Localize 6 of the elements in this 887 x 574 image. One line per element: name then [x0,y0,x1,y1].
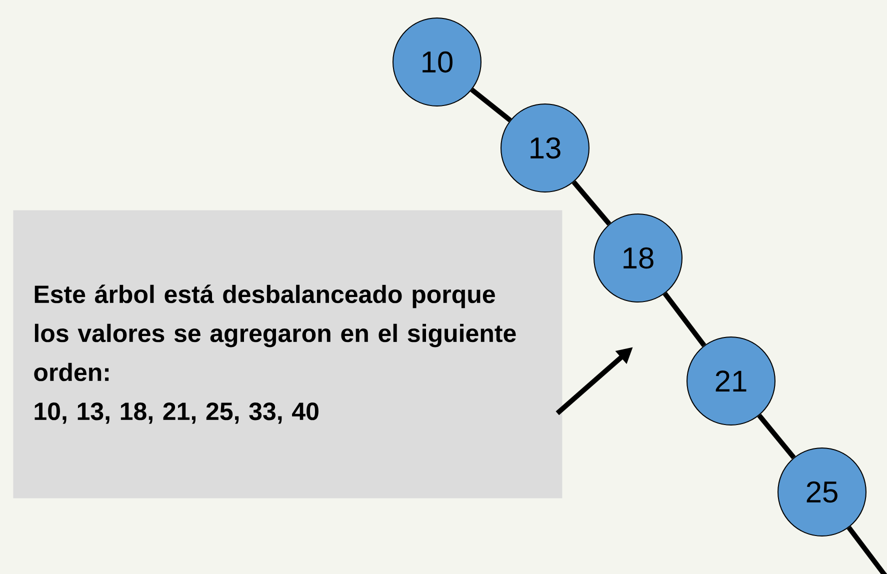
tree-edge [662,292,706,348]
tree-edge [572,180,612,226]
note-box: Este árbol está desbalanceado porque los valores se agregaron en el siguiente orden: 10, 13, 18, 21, 25, 33, 40 [13,210,562,498]
tree-edge [470,88,512,122]
tree-edge [757,414,796,460]
tree-edge [846,526,887,574]
